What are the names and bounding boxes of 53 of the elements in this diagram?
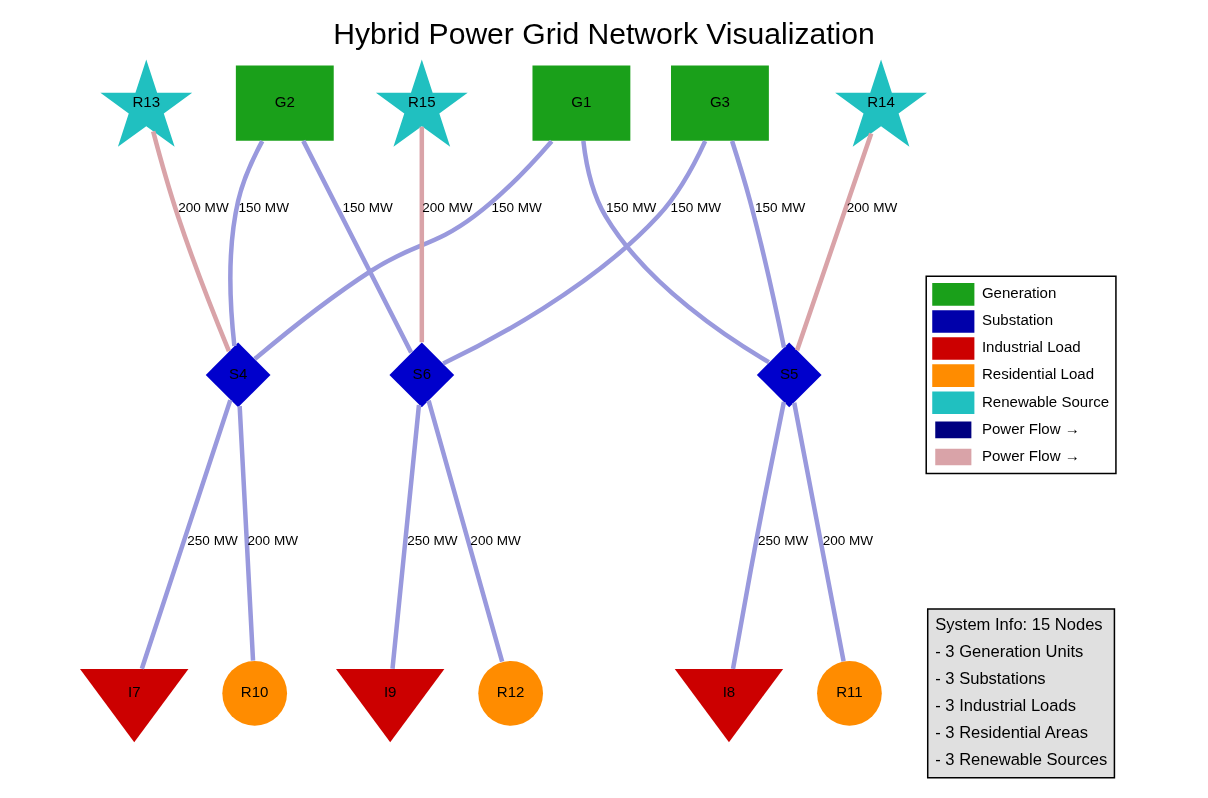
connector bbox=[390, 404, 422, 670]
legend-label: Power Flow → bbox=[981, 446, 1080, 464]
node-diamond: S5 bbox=[756, 342, 822, 408]
connector bbox=[730, 401, 787, 670]
label: - 3 Substations bbox=[935, 669, 1046, 689]
label: - 3 Generation Units bbox=[935, 641, 1084, 661]
node-box: G3 bbox=[671, 65, 769, 141]
legend-label: Generation bbox=[981, 284, 1057, 302]
connector bbox=[729, 140, 787, 348]
connector bbox=[139, 399, 233, 670]
node-box: G2 bbox=[235, 65, 334, 141]
connector bbox=[426, 400, 505, 663]
edge-label: 250 MW bbox=[757, 532, 809, 548]
node-box: G1 bbox=[532, 65, 631, 141]
edge-label: 150 MW bbox=[605, 199, 657, 215]
edge-label: 200 MW bbox=[178, 199, 229, 215]
node-diamond: S6 bbox=[389, 342, 455, 408]
edge-label: 150 MW bbox=[491, 199, 542, 215]
legend-label: Substation bbox=[981, 311, 1054, 329]
label: - 3 Industrial Loads bbox=[935, 696, 1076, 716]
legend-label: Residential Load bbox=[981, 365, 1095, 383]
diagram-title: Hybrid Power Grid Network Visualization bbox=[333, 17, 875, 51]
edge-label: 200 MW bbox=[822, 532, 874, 548]
connector bbox=[237, 405, 256, 661]
legend-label: Power Flow → bbox=[981, 419, 1080, 437]
node-diamond: S4 bbox=[205, 342, 271, 408]
legend-label: Renewable Source bbox=[981, 392, 1110, 410]
edge-label: 200 MW bbox=[247, 532, 298, 548]
label: - 3 Renewable Sources bbox=[935, 750, 1108, 770]
edge-label: 200 MW bbox=[470, 532, 521, 548]
node-circle: R12 bbox=[478, 661, 543, 726]
connector bbox=[794, 132, 874, 352]
connector bbox=[792, 402, 846, 662]
edge-label: 150 MW bbox=[670, 199, 722, 215]
edge-label: 200 MW bbox=[846, 199, 898, 215]
edge-label: 200 MW bbox=[422, 199, 473, 215]
connector bbox=[442, 140, 708, 366]
edge-label: 150 MW bbox=[342, 199, 393, 215]
legend-label: Industrial Load bbox=[981, 338, 1081, 356]
node-circle: R11 bbox=[817, 661, 882, 726]
connector bbox=[150, 130, 231, 353]
edge-label: 150 MW bbox=[238, 199, 289, 215]
label: System Info: 15 Nodes bbox=[935, 614, 1103, 634]
connector bbox=[581, 140, 770, 365]
edge-label: 250 MW bbox=[187, 532, 238, 548]
connector bbox=[301, 139, 414, 354]
connector bbox=[228, 140, 265, 347]
label: - 3 Residential Areas bbox=[935, 723, 1088, 743]
connector bbox=[419, 126, 425, 343]
node-circle: R10 bbox=[222, 661, 288, 726]
edge-label: 250 MW bbox=[407, 532, 458, 548]
edge-label: 150 MW bbox=[754, 199, 806, 215]
connector bbox=[253, 139, 554, 361]
